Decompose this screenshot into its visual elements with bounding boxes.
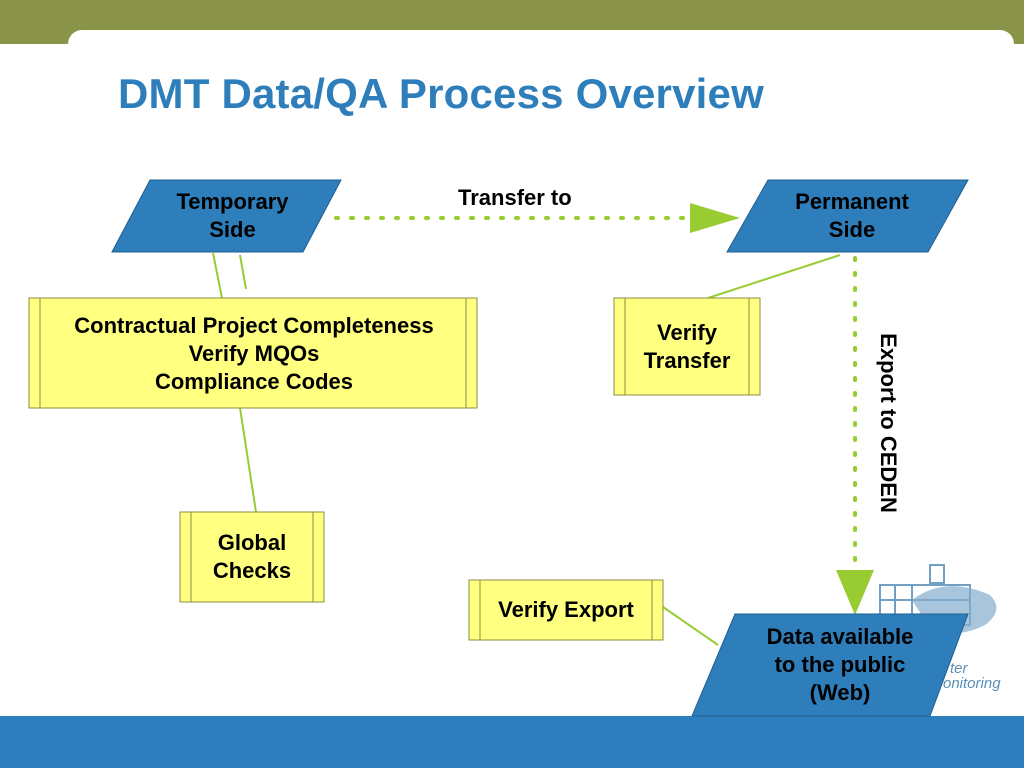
connector-temp-to-qa: [212, 252, 223, 299]
export-to-ceden-label: Export to CEDEN: [876, 333, 901, 513]
verify-export-box: [468, 579, 664, 641]
qa-checks-box: [28, 297, 478, 409]
logo-text-1: ter: [950, 660, 968, 677]
export-arrow-head: [836, 570, 874, 615]
connector-qa-to-global: [239, 407, 257, 513]
slide-title: DMT Data/QA Process Overview: [118, 70, 764, 117]
global-checks-box: [179, 511, 325, 603]
permanent-side-shape: [726, 179, 969, 253]
logo-text-2: onitoring: [943, 675, 1001, 692]
temporary-side-shape: [111, 179, 342, 253]
data-public-shape: [691, 613, 969, 717]
connector-temp-tick: [239, 254, 247, 290]
verify-transfer-box: [613, 297, 761, 396]
connector-permanent-to-verify-transfer: [707, 254, 841, 299]
bottom-band: [0, 716, 1024, 768]
transfer-arrow-head: [690, 203, 740, 233]
verify-export-label: Verify Export: [498, 597, 634, 622]
transfer-to-label: Transfer to: [458, 185, 572, 210]
connector-verify-export-to-public: [662, 606, 719, 646]
